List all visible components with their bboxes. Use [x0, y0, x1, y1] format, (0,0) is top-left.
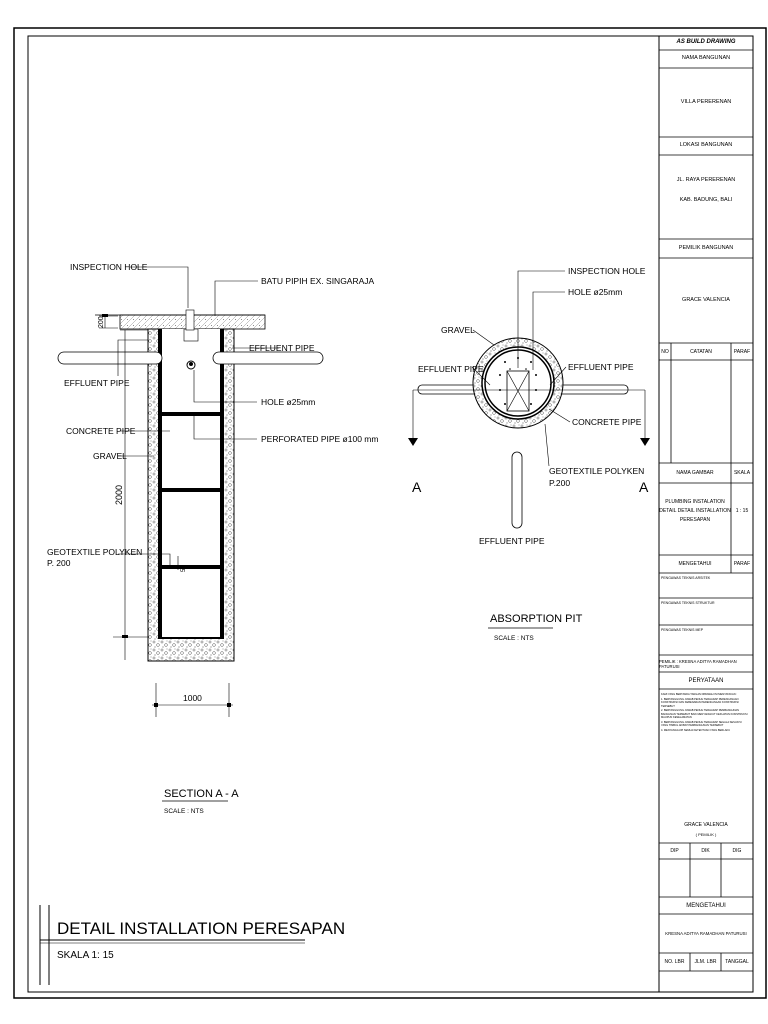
approver-2: PENGAWAS TEKNIS STRUKTUR — [661, 601, 715, 605]
drawing-name-line3: PERESAPAN — [679, 516, 711, 523]
notes-col-notes: CATATAN — [690, 348, 712, 355]
section-mark-right: A — [639, 479, 649, 495]
dim-width: 1000 — [183, 693, 202, 703]
statement-label: PERYATAAN — [688, 677, 724, 684]
approver-1: PENGAWAS TEKNIS ARSITEK — [661, 576, 711, 580]
pipe-joint — [158, 488, 224, 492]
pipe-joint — [158, 412, 224, 416]
plan-title: ABSORPTION PIT — [490, 613, 583, 625]
statement-item: 4. MENYANGGUPI SEMUA KETENTUAN YANG BERL… — [661, 728, 731, 732]
building-name: VILLA PERERENAN — [680, 98, 732, 105]
dim-top: 200 — [98, 316, 105, 328]
label-geotextile-line1: GEOTEXTILE POLYKEN — [47, 547, 142, 557]
col-no-lbr: NO. LBR — [664, 959, 685, 965]
statement-text: KAMI YANG BERTANDA TANGAN DIBAWAH INI ME… — [659, 693, 753, 793]
approval-label: MENGETAHUI — [678, 561, 712, 567]
drawing-name-line1: PLUMBING INSTALATION — [665, 498, 725, 505]
plan-label-effluent-bottom: EFFLUENT PIPE — [479, 536, 545, 546]
sheet-inner-border — [27, 35, 754, 993]
ack-name: KRESNA ADITYA RAMADHAN PATURUSI — [665, 931, 747, 936]
col-dig: DIG — [732, 848, 742, 854]
location-line2: KAB. BADUNG, BALI — [679, 197, 733, 204]
col-dip: DIP — [670, 848, 679, 854]
section-scale: SCALE : NTS — [164, 808, 204, 815]
dim-small: 50 — [181, 565, 187, 572]
col-tanggal: TANGGAL — [725, 959, 749, 965]
title-block: AS BUILD DRAWING NAMA BANGUNAN VILLA PER… — [659, 36, 753, 992]
label-effluent-pipe-right: EFFLUENT PIPE — [249, 343, 315, 353]
plan-label-gravel: GRAVEL — [441, 325, 475, 335]
sheet-outer-border — [13, 27, 767, 999]
effluent-pipe-left — [57, 351, 163, 365]
notes-col-no: NO — [661, 348, 669, 355]
col-dik: DIK — [701, 848, 710, 854]
plan-label-concrete-pipe: CONCRETE PIPE — [572, 417, 642, 427]
owner-name: GRACE VALENCIA — [682, 296, 730, 303]
effluent-pipe-right — [212, 351, 324, 365]
sheet-title: DETAIL INSTALLATION PERESAPAN — [57, 919, 345, 938]
statement-item: 1. BERTANGGUNG JAWAB PENUH TERHADAP PERE… — [661, 697, 739, 708]
section-a-a-view: INSPECTION HOLE BATU PIPIH EX. SINGARAJA… — [47, 262, 378, 815]
notes-col-paraf: PARAF — [733, 348, 751, 355]
location-label: LOKASI BANGUNAN — [679, 142, 733, 149]
plan-label-geotextile-line2: P.200 — [549, 478, 570, 488]
approval-paraf: PARAF — [733, 561, 751, 567]
approver-3: PENGAWAS TEKNIS MEP — [661, 628, 704, 632]
drawing-scale: 1 : 15 — [735, 508, 749, 514]
sheet-scale: SKALA 1: 15 — [57, 950, 114, 961]
concrete-pipe-wall-left — [158, 329, 162, 639]
drawing-name-label: NAMA GAMBAR — [676, 470, 714, 476]
pit-interior — [162, 329, 220, 639]
owner-sign-name: GRACE VALENCIA — [684, 822, 728, 828]
label-effluent-pipe-left: EFFLUENT PIPE — [64, 378, 130, 388]
label-hole: HOLE ø25mm — [261, 397, 315, 407]
concrete-pipe-wall-right — [220, 329, 224, 639]
label-geotextile-line2: P. 200 — [47, 558, 71, 568]
statement-intro: KAMI YANG BERTANDA TANGAN DIBAWAH INI ME… — [661, 693, 738, 696]
section-title: SECTION A - A — [164, 788, 239, 800]
section-mark-left: A — [412, 479, 422, 495]
plan-scale: SCALE : NTS — [494, 635, 534, 642]
label-gravel: GRAVEL — [93, 451, 127, 461]
label-concrete-pipe: CONCRETE PIPE — [66, 426, 136, 436]
statement-item: 2. BERTANGGUNG JAWAB PENUH TERHADAP PEMB… — [661, 709, 748, 719]
col-jlm-lbr: JLM. LBR — [694, 959, 717, 965]
label-inspection-hole: INSPECTION HOLE — [70, 262, 148, 272]
owner-sign-role: ( PEMILIK ) — [695, 831, 717, 837]
building-name-label: NAMA BANGUNAN — [681, 55, 731, 62]
plan-label-geotextile-line1: GEOTEXTILE POLYKEN — [549, 466, 644, 476]
dim-height: 2000 — [114, 485, 124, 505]
as-build-header: AS BUILD DRAWING — [676, 39, 736, 46]
plan-label-effluent-left: EFFLUENT PIPE — [418, 364, 484, 374]
location-line1: JL. RAYA PERERENAN — [676, 177, 736, 184]
plan-label-inspection-hole: INSPECTION HOLE — [568, 266, 646, 276]
plan-label-effluent-right: EFFLUENT PIPE — [568, 362, 634, 372]
absorption-pit-plan-view: INSPECTION HOLE HOLE ø25mm GRAVEL EFFLUE… — [408, 266, 650, 642]
owner-label: PEMILIK BANGUNAN — [678, 244, 734, 251]
label-batu-pipih: BATU PIPIH EX. SINGARAJA — [261, 276, 375, 286]
label-perforated-pipe: PERFORATED PIPE ø100 mm — [261, 434, 378, 444]
pipe-joint — [158, 565, 224, 569]
ack-label: MENGETAHUI — [686, 902, 726, 909]
builder-line: PEMILIK : KRESNA ADITYA RAMADHAN PATURUS… — [659, 658, 737, 669]
plan-effluent-pipe-bottom — [511, 451, 523, 529]
plan-label-hole: HOLE ø25mm — [568, 287, 622, 297]
sheet-title-block: DETAIL INSTALLATION PERESAPAN SKALA 1: 1… — [39, 905, 345, 985]
scale-label: SKALA — [733, 470, 751, 476]
statement-item: 3. BERTANGGUNG JAWAB PENUH TERHADAP SEGA… — [661, 720, 742, 728]
drawing-name-line2: DETAIL DETAIL INSTALLATION — [659, 507, 731, 514]
